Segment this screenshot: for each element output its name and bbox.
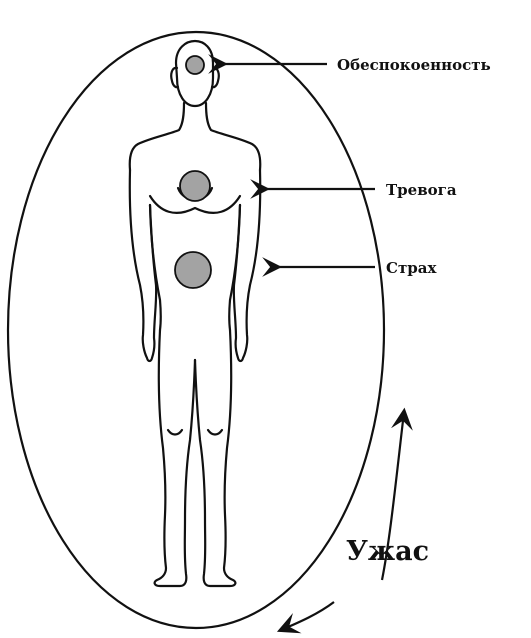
label-top: Обеспокоенность — [337, 56, 491, 74]
label-belly: Страх — [386, 259, 437, 277]
spot-belly — [175, 252, 211, 288]
spot-head — [186, 56, 204, 74]
label-chest: Тревога — [386, 181, 457, 199]
label-aura: Ужас — [346, 536, 429, 567]
aura-arrow-down-icon — [281, 602, 334, 630]
aura-ellipse — [8, 32, 384, 628]
human-figure — [130, 41, 260, 586]
spot-chest — [180, 171, 210, 201]
